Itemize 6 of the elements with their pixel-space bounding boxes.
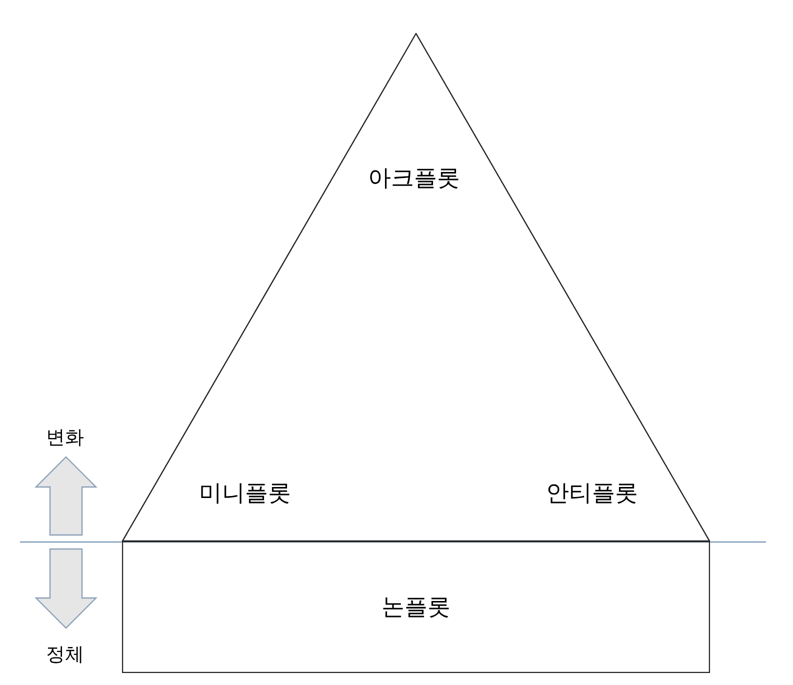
direction-label: 변화 <box>46 428 84 448</box>
node-label: 안티플롯 <box>546 482 638 504</box>
node-label: 논플롯 <box>382 596 450 618</box>
node-label: 미니플롯 <box>199 482 291 504</box>
node-label: 아크플롯 <box>368 166 460 190</box>
direction-label: 정체 <box>46 646 84 664</box>
